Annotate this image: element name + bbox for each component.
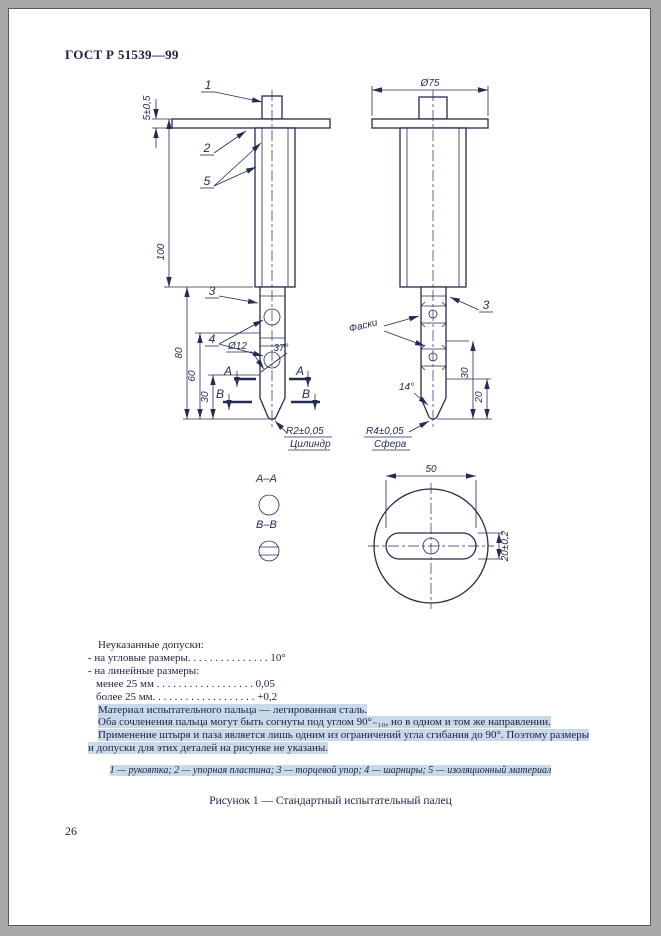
section-letter-a2: A xyxy=(295,364,304,378)
section-letter-b2: B xyxy=(302,387,310,401)
note-text-highlighted: Оба сочленения пальца могут быть согнуты… xyxy=(98,716,551,729)
pin-lower xyxy=(428,352,438,362)
callout-2-stop-plate: 2 xyxy=(203,141,211,155)
dim-20-slot: 20±0,2 xyxy=(500,530,511,562)
tip-word-right: Сфера xyxy=(374,438,407,450)
callout-3-end-stop-right: 3 xyxy=(483,298,490,312)
note-text: менее 25 мм . . . . . . . . . . . . . . … xyxy=(96,677,275,690)
note-text-highlighted: Материал испытательного пальца — легиров… xyxy=(98,703,368,716)
dim-20-right: 20 xyxy=(474,391,485,404)
side-view-body xyxy=(371,96,489,420)
note-line: Оба сочленения пальца могут быть согнуты… xyxy=(88,716,608,729)
note-text-highlighted: Применение штыря и паза является лишь од… xyxy=(98,729,590,742)
figure-legend-text: 1 — рукоятка; 2 — упорная пластина; 3 — … xyxy=(109,765,552,776)
dim-plate-thickness: 5±0,5 xyxy=(142,95,153,120)
side-view-details xyxy=(406,128,460,371)
note-line: более 25 мм. . . . . . . . . . . . . . .… xyxy=(88,691,608,704)
dim-dia75: Ø75 xyxy=(420,78,440,89)
tip-radius-left: R2±0,05 xyxy=(286,426,324,437)
section-aa-title: A–A xyxy=(255,473,277,485)
dim-30-left: 30 xyxy=(200,391,211,403)
note-line: и допуски для этих деталей на рисунке не… xyxy=(88,742,608,755)
hinge-upper xyxy=(263,308,281,326)
figure-caption: Рисунок 1 — Стандартный испытательный па… xyxy=(209,795,452,807)
page-number: 26 xyxy=(65,824,77,838)
note-text: - на угловые размеры. . . . . . . . . . … xyxy=(88,651,286,664)
chamfer-label: Фаски xyxy=(348,317,379,335)
tip-word-left: Цилиндр xyxy=(290,439,331,450)
standard-number-header: ГОСТ Р 51539—99 xyxy=(65,47,179,62)
dim-30-right: 30 xyxy=(460,367,471,379)
dim-60: 60 xyxy=(187,370,198,382)
section-bb-view xyxy=(258,540,280,562)
tolerance-notes: Неуказанные допуски: - на угловые размер… xyxy=(88,639,608,755)
dim-angle-14: 14° xyxy=(399,382,414,393)
hinge-lower xyxy=(263,351,281,369)
callout-5-insulation: 5 xyxy=(204,174,211,188)
note-line: менее 25 мм . . . . . . . . . . . . . . … xyxy=(88,678,608,691)
note-line: Применение штыря и паза является лишь од… xyxy=(88,729,608,742)
dim-100: 100 xyxy=(156,243,167,260)
dim-80: 80 xyxy=(174,347,185,359)
front-view-details xyxy=(260,128,289,373)
callout-4-hinges: 4 xyxy=(209,332,216,346)
callout-3-end-stop: 3 xyxy=(209,284,216,298)
dim-50: 50 xyxy=(425,464,437,475)
figure-legend: 1 — рукоятка; 2 — упорная пластина; 3 — … xyxy=(9,765,650,776)
dim-angle-37: 37° xyxy=(273,343,288,354)
note-text: более 25 мм. . . . . . . . . . . . . . .… xyxy=(96,690,278,703)
note-line: Материал испытательного пальца — легиров… xyxy=(88,703,608,717)
callout-1-handle: 1 xyxy=(205,78,212,92)
section-letter-a1: A xyxy=(223,364,232,378)
document-page: ГОСТ Р 51539—99 xyxy=(8,8,651,926)
note-text: - на линейные размеры: xyxy=(88,664,200,677)
dimension-labels: 5±0,5 100 80 60 30 Ø12 37° R2±0,05 Цилин… xyxy=(142,78,511,562)
centerlines xyxy=(271,90,434,428)
note-line: - на линейные размеры: xyxy=(88,665,608,678)
section-aa-view xyxy=(258,494,280,516)
note-text: Неуказанные допуски: xyxy=(98,639,204,651)
dim-dia12: Ø12 xyxy=(227,341,247,352)
dimension-lines xyxy=(152,86,503,560)
figure-drawing: 5±0,5 100 80 60 30 Ø12 37° R2±0,05 Цилин… xyxy=(142,78,511,609)
plate-bottom-view xyxy=(368,483,494,609)
tip-radius-right: R4±0,05 xyxy=(366,426,404,437)
note-line: - на угловые размеры. . . . . . . . . . … xyxy=(88,652,608,665)
section-letter-b1: B xyxy=(216,387,224,401)
note-text-highlighted: и допуски для этих деталей на рисунке не… xyxy=(88,742,329,755)
section-bb-title: B–B xyxy=(256,519,277,531)
pin-upper xyxy=(428,309,438,319)
note-line: Неуказанные допуски: xyxy=(88,639,608,652)
